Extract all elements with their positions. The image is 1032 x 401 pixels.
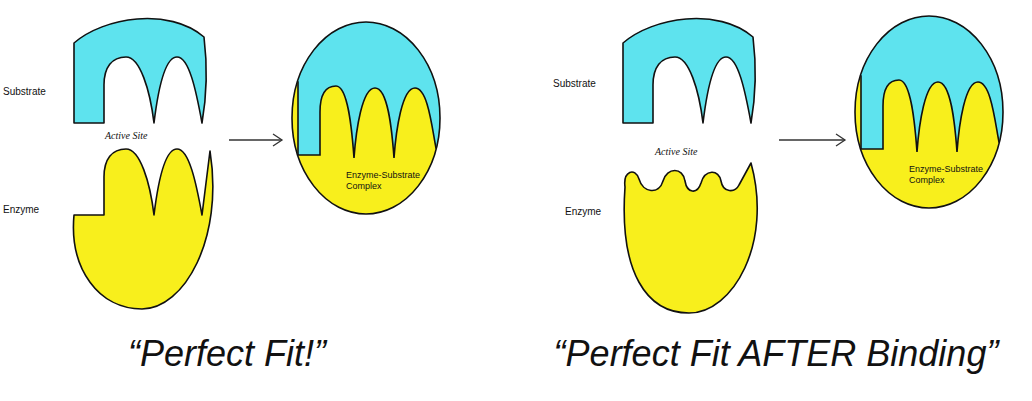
shape-label: Substrate [3, 86, 46, 97]
substrate-outline [620, 12, 758, 126]
caption: “Perfect Fit!” [128, 333, 326, 375]
substrate-outline [71, 12, 209, 126]
reaction-arrow [779, 134, 845, 146]
arrow-head [273, 134, 282, 146]
caption: “Perfect Fit AFTER Binding” [554, 333, 999, 375]
substrate-shape: Substrate [553, 12, 759, 126]
enzyme-shape: Active SiteEnzyme [553, 128, 771, 316]
arrow-shaft [779, 139, 845, 140]
substrate-path [623, 19, 755, 123]
lock-path [73, 149, 212, 309]
lock-outline [71, 146, 221, 312]
active-site-label: Active Site [105, 130, 147, 141]
substrate-path [74, 19, 206, 123]
shape-label: Enzyme [3, 204, 39, 215]
substrate-shape: Substrate [3, 12, 209, 126]
shape-label: Enzyme [565, 206, 601, 217]
complex-outline [292, 22, 440, 214]
complex-label: Enzyme-Substrate Complex [909, 164, 993, 186]
complex-label: Enzyme-Substrate Complex [346, 170, 430, 192]
complex-shape: Enzyme-Substrate Complex [853, 14, 1005, 212]
induced-outline [620, 160, 770, 316]
shape-label: Substrate [553, 78, 596, 89]
complex-outline [855, 16, 1003, 208]
substrate-part [280, 10, 450, 158]
induced-path [624, 163, 757, 313]
complex-shape: Enzyme-Substrate Complex [290, 20, 442, 218]
active-site-label: Active Site [655, 146, 697, 157]
arrow-shaft [229, 139, 282, 140]
enzyme-shape: Active SiteEnzyme [3, 128, 221, 312]
arrow-head [836, 134, 845, 146]
substrate-part [843, 4, 1013, 152]
reaction-arrow [229, 134, 282, 146]
